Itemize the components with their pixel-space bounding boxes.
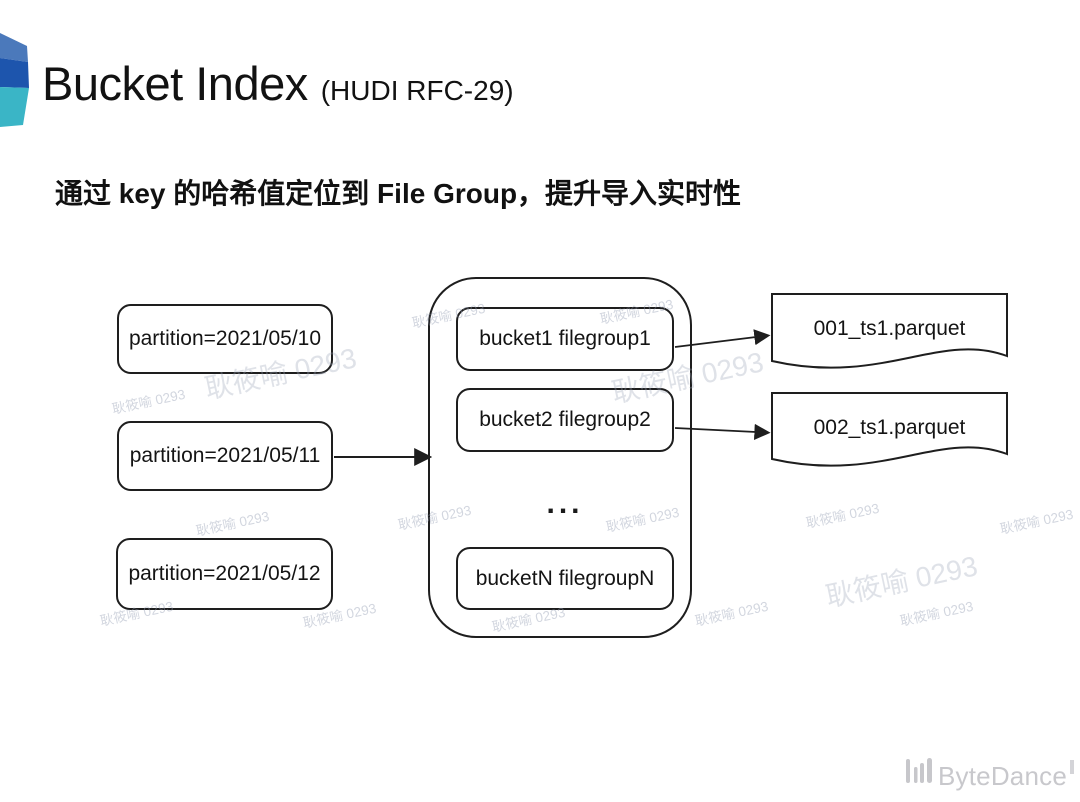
title-row: Bucket Index (HUDI RFC-29) xyxy=(42,60,514,107)
watermark-text: 耿筱喻 0293 xyxy=(110,386,187,417)
slide-corner-logo-icon xyxy=(0,33,29,127)
watermark-text: 耿筱喻 0293 xyxy=(823,550,981,613)
bucket-node-1-label: bucket1 filegroup1 xyxy=(479,327,651,350)
partition-node-3: partition=2021/05/12 xyxy=(116,538,333,610)
file-node-2-label: 002_ts1.parquet xyxy=(813,416,966,439)
watermark-text: 耿筱喻 0293 xyxy=(194,508,271,539)
partition-node-3-label: partition=2021/05/12 xyxy=(128,562,321,585)
bucket-ellipsis: ... xyxy=(546,487,584,520)
file-node-1-label: 001_ts1.parquet xyxy=(813,317,966,340)
watermark-text: 耿筱喻 0293 xyxy=(898,598,975,629)
partition-node-1-label: partition=2021/05/10 xyxy=(128,327,322,350)
bytedance-bars-icon xyxy=(906,758,932,783)
page-title-suffix: (HUDI RFC-29) xyxy=(320,75,514,106)
watermark-text: 耿筱喻 0293 xyxy=(693,598,770,629)
bucket-node-2: bucket2 filegroup2 xyxy=(456,388,674,452)
partition-node-2-label: partition=2021/05/11 xyxy=(129,444,321,467)
watermark-text: 耿筱喻 0293 xyxy=(998,506,1075,537)
bytedance-brand-text: ByteDance xyxy=(938,761,1067,791)
page-title: Bucket Index xyxy=(42,57,308,110)
partition-node-1: partition=2021/05/10 xyxy=(117,304,333,374)
bucket-node-n: bucketN filegroupN xyxy=(456,547,674,610)
slide-subtitle: 通过 key 的哈希值定位到 File Group，提升导入实时性 xyxy=(55,178,742,209)
bucket-node-1: bucket1 filegroup1 xyxy=(456,307,674,371)
partition-node-2: partition=2021/05/11 xyxy=(117,421,333,491)
cropped-edge-mark xyxy=(1070,760,1074,774)
bucket-node-2-label: bucket2 filegroup2 xyxy=(479,408,651,431)
bucket-node-n-label: bucketN filegroupN xyxy=(475,566,655,590)
watermark-text: 耿筱喻 0293 xyxy=(804,500,881,531)
